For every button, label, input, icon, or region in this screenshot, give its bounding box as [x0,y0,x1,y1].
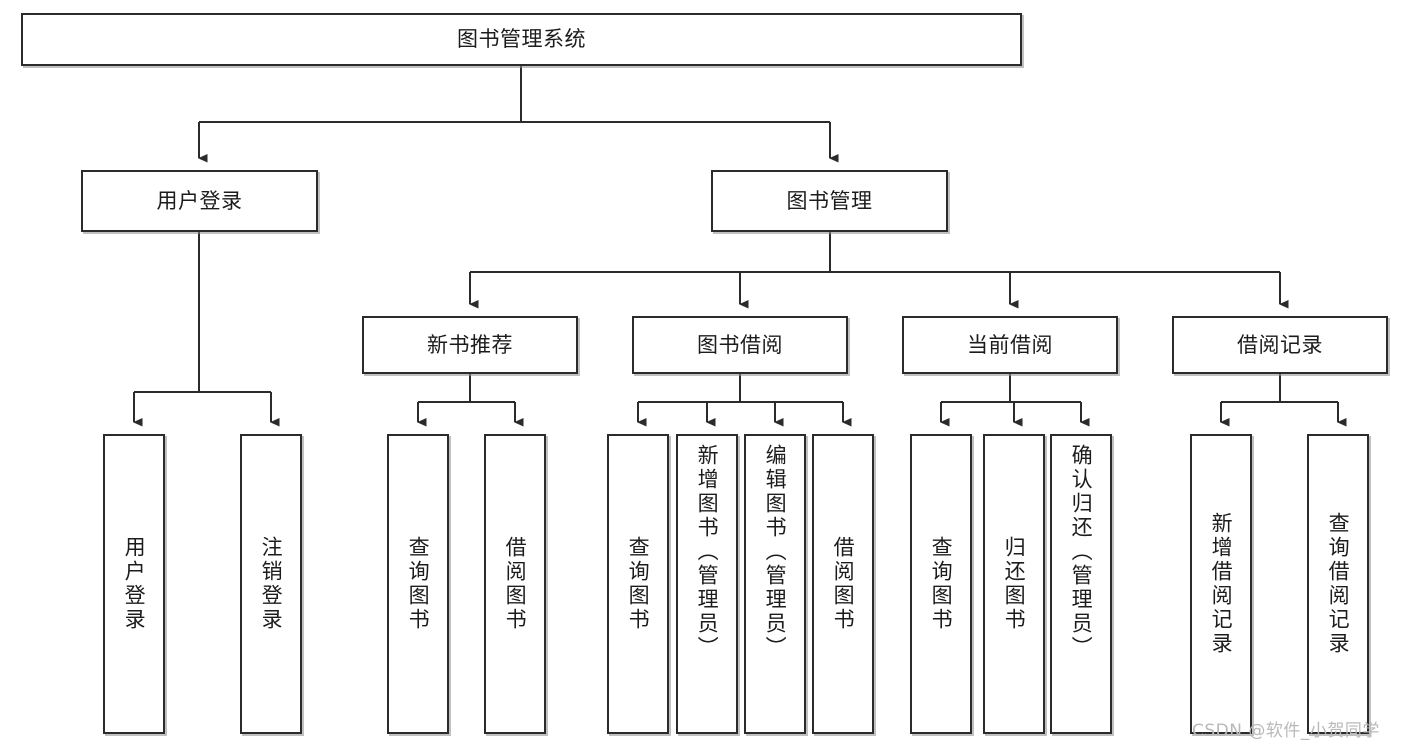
node-leaf-borrow-book-2[interactable]: 借阅图书 [812,434,874,734]
node-current-borrow[interactable]: 当前借阅 [902,316,1118,374]
node-label: 用户登录 [122,536,147,632]
node-book-borrow[interactable]: 图书借阅 [632,316,848,374]
node-label: 查询图书 [626,536,651,632]
node-new-book-recommend[interactable]: 新书推荐 [362,316,578,374]
node-book-management[interactable]: 图书管理 [711,170,948,232]
node-user-login[interactable]: 用户登录 [81,170,318,232]
node-label: 图书借阅 [697,332,783,357]
node-borrow-record[interactable]: 借阅记录 [1172,316,1388,374]
node-leaf-add-borrow-record[interactable]: 新增借阅记录 [1190,434,1252,734]
node-label: 借阅图书 [503,536,528,632]
node-leaf-borrow-book-1[interactable]: 借阅图书 [484,434,546,734]
node-leaf-edit-book-admin[interactable]: 编辑图书（管理员） [744,434,806,734]
node-label: 新书推荐 [427,332,513,357]
node-label: 当前借阅 [967,332,1053,357]
node-label: 编辑图书（管理员） [763,444,788,660]
node-leaf-query-book-1[interactable]: 查询图书 [387,434,449,734]
node-leaf-user-login[interactable]: 用户登录 [103,434,165,734]
node-label: 借阅记录 [1237,332,1323,357]
node-label: 查询借阅记录 [1326,512,1351,656]
node-label: 新增图书（管理员） [695,444,720,660]
node-label: 图书管理 [786,188,873,213]
node-leaf-add-book-admin[interactable]: 新增图书（管理员） [676,434,738,734]
node-leaf-confirm-return-admin[interactable]: 确认归还（管理员） [1050,434,1112,734]
node-book-management-system[interactable]: 图书管理系统 [21,13,1022,66]
node-label: 注销登录 [259,536,284,632]
node-label: 查询图书 [406,536,431,632]
node-leaf-query-book-2[interactable]: 查询图书 [607,434,669,734]
node-label: 借阅图书 [831,536,856,632]
node-leaf-return-book[interactable]: 归还图书 [983,434,1045,734]
node-label: 查询图书 [929,536,954,632]
node-label: 确认归还（管理员） [1069,444,1094,660]
node-leaf-query-borrow-record[interactable]: 查询借阅记录 [1307,434,1369,734]
node-leaf-logout-login[interactable]: 注销登录 [240,434,302,734]
node-label: 图书管理系统 [457,27,586,52]
node-label: 新增借阅记录 [1209,512,1234,656]
node-label: 用户登录 [156,188,243,213]
node-label: 归还图书 [1002,536,1027,632]
node-leaf-query-book-3[interactable]: 查询图书 [910,434,972,734]
